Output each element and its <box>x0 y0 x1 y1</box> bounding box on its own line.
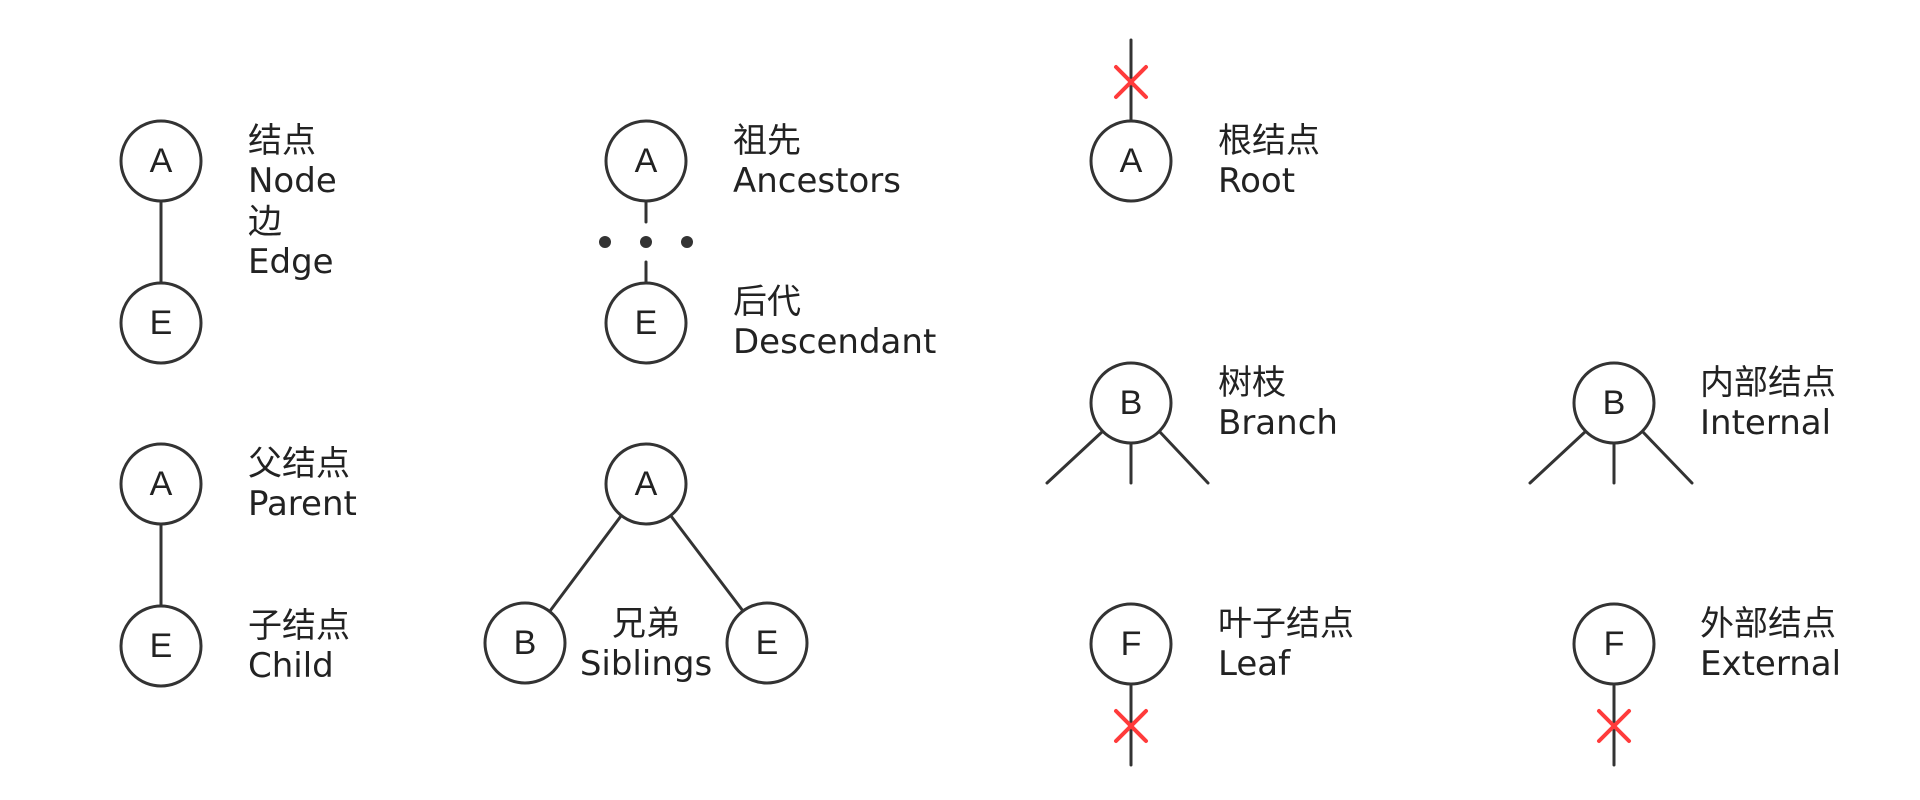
child-node-e-circle <box>119 604 203 688</box>
sibling-e-circle <box>725 601 809 685</box>
branch-edge-left <box>1045 429 1105 485</box>
root-group: A 根结点 Root <box>1089 38 1320 203</box>
siblings-label-en: Siblings <box>580 644 712 684</box>
ancestors-label-en: Ancestors <box>733 161 901 201</box>
internal-node-b-letter: B <box>1603 384 1626 422</box>
sibling-e-letter: E <box>756 624 779 662</box>
child-node-e-letter: E <box>150 627 173 665</box>
node-a-circle <box>119 119 203 203</box>
root-label-en: Root <box>1218 161 1295 201</box>
external-node-f-circle <box>1572 602 1656 686</box>
branch-node-b-circle <box>1089 361 1173 445</box>
leaf-cross-icon <box>1114 709 1148 743</box>
sibling-b-circle <box>483 601 567 685</box>
node-e-letter: E <box>150 304 173 342</box>
external-cross-icon <box>1597 709 1631 743</box>
internal-group: B 内部结点 Internal <box>1528 361 1836 485</box>
internal-label-en: Internal <box>1700 403 1831 443</box>
ancestor-node-a-circle <box>604 119 688 203</box>
descendant-node-e-letter: E <box>635 304 658 342</box>
parent-label-zh: 父结点 <box>248 444 350 484</box>
parent-label-en: Parent <box>248 484 357 524</box>
node-label-zh: 结点 <box>248 121 316 161</box>
siblings-group: A B E 兄弟 Siblings <box>483 442 809 685</box>
node-e-circle <box>119 281 203 365</box>
root-label-zh: 根结点 <box>1218 121 1320 161</box>
parent-node-a-circle <box>119 442 203 526</box>
branch-group: B 树枝 Branch <box>1045 361 1338 485</box>
internal-edge-left <box>1528 429 1588 485</box>
external-label-en: External <box>1700 644 1841 684</box>
node-edge-group: A E 结点 Node 边 Edge <box>119 119 337 365</box>
leaf-label-zh: 叶子结点 <box>1218 604 1354 644</box>
branch-node-b-letter: B <box>1120 384 1143 422</box>
external-node-f-letter: F <box>1604 625 1625 663</box>
leaf-node-f-letter: F <box>1121 625 1142 663</box>
ancestors-group: A E 祖先 Ancestors 后代 Descendant <box>599 119 936 365</box>
child-label-en: Child <box>248 646 334 686</box>
siblings-label-zh: 兄弟 <box>612 604 680 644</box>
descendant-node-e-circle <box>604 281 688 365</box>
child-label-zh: 子结点 <box>248 606 350 646</box>
internal-node-b-circle <box>1572 361 1656 445</box>
ellipsis-dot-2 <box>640 236 652 248</box>
sibling-parent-a-letter: A <box>635 465 658 503</box>
root-node-a-circle <box>1089 119 1173 203</box>
sibling-parent-a-circle <box>604 442 688 526</box>
ancestor-node-a-letter: A <box>635 142 658 180</box>
node-a-letter: A <box>150 142 173 180</box>
external-label-zh: 外部结点 <box>1700 604 1836 644</box>
ellipsis-dot-3 <box>681 236 693 248</box>
edge-label-en: Edge <box>248 242 334 282</box>
leaf-label-en: Leaf <box>1218 644 1291 684</box>
leaf-group: F 叶子结点 Leaf <box>1089 602 1354 767</box>
ellipsis-dot-1 <box>599 236 611 248</box>
node-label-en: Node <box>248 161 337 201</box>
branch-label-zh: 树枝 <box>1218 363 1286 403</box>
root-node-a-letter: A <box>1120 142 1143 180</box>
sibling-edge-left <box>548 514 623 613</box>
descendant-label-en: Descendant <box>733 322 936 362</box>
parent-node-a-letter: A <box>150 465 173 503</box>
root-cross-icon <box>1114 65 1148 99</box>
parent-child-group: A E 父结点 Parent 子结点 Child <box>119 442 357 688</box>
external-group: F 外部结点 External <box>1572 602 1841 767</box>
internal-edge-right <box>1640 429 1694 485</box>
leaf-node-f-circle <box>1089 602 1173 686</box>
sibling-b-letter: B <box>514 624 537 662</box>
sibling-edge-right <box>669 514 745 613</box>
internal-label-zh: 内部结点 <box>1700 363 1836 403</box>
descendant-label-zh: 后代 <box>733 282 801 322</box>
branch-edge-right <box>1157 429 1210 485</box>
branch-label-en: Branch <box>1218 403 1338 443</box>
ancestors-label-zh: 祖先 <box>733 121 801 161</box>
edge-label-zh: 边 <box>248 202 282 242</box>
